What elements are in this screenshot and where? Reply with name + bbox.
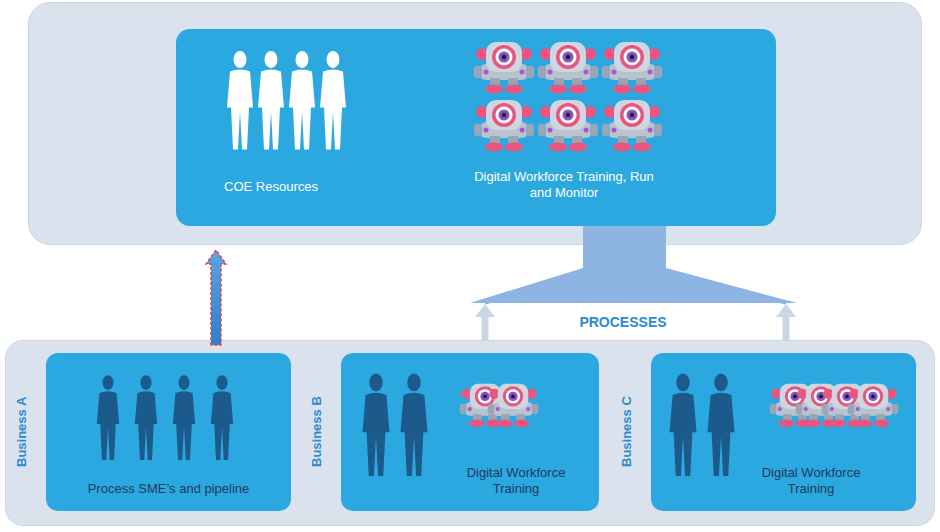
coe-container: COE Resources Digital Workforce Training,… [28, 2, 922, 245]
robot-group [474, 42, 662, 152]
coe-people [227, 51, 346, 150]
process-funnel [470, 226, 797, 303]
workforce-label: Digital Workforce Training, Run and Moni… [474, 169, 654, 202]
resource-label: COE Resources [206, 179, 336, 195]
block-arrow [206, 250, 226, 345]
business-band: Business AProcess SME’s and pipelineBusi… [5, 340, 935, 526]
flow-arrow [617, 226, 796, 340]
box-caption: Digital Workforce Training [456, 465, 576, 498]
coe-panel: COE Resources Digital Workforce Training,… [176, 29, 776, 226]
business-label: Business C [616, 353, 638, 511]
flow-arrow [475, 226, 629, 340]
box-caption: Digital Workforce Training [751, 465, 871, 498]
flow-label: PROCESSES [560, 314, 686, 332]
business-people [97, 374, 735, 476]
business-label: Business B [306, 353, 328, 511]
business-label: Business A [11, 353, 33, 511]
box-caption: Process SME’s and pipeline [56, 481, 281, 497]
robot-group [460, 384, 899, 427]
business-box: Business CDigital Workforce Training [651, 353, 916, 511]
business-box: Business AProcess SME’s and pipeline [46, 353, 291, 511]
business-box: Business BDigital Workforce Training [341, 353, 599, 511]
